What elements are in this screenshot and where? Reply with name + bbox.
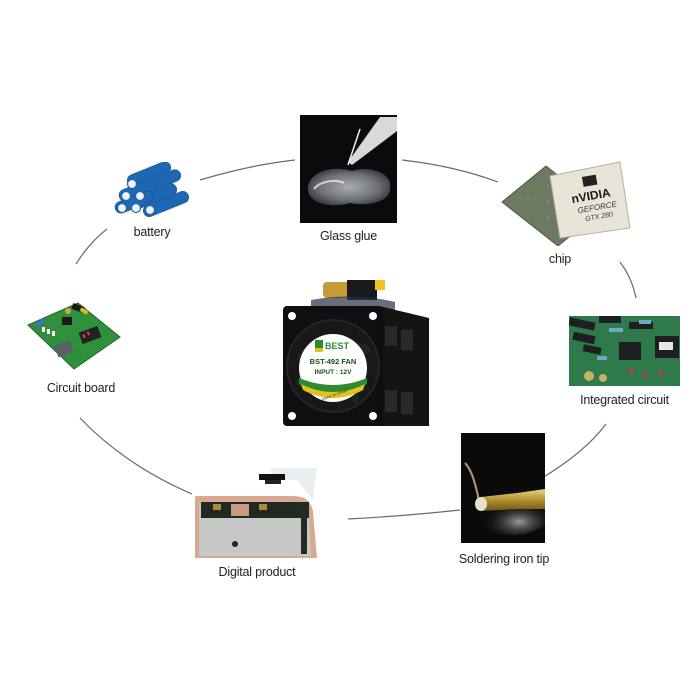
- arc-board-battery: [75, 228, 108, 265]
- fan-label-brand: BEST: [325, 341, 350, 351]
- battery-label: battery: [133, 225, 171, 239]
- circuit-board-image: [27, 302, 121, 370]
- fan-label-input: INPUT : 12V: [315, 369, 353, 376]
- chip-image: nVIDIA GEFORCE GTX 280: [501, 161, 631, 246]
- chip-line2: GTX 280: [585, 211, 614, 223]
- glass-glue-image: [300, 115, 397, 223]
- soldering-iron-tip-label: Soldering iron tip: [458, 552, 550, 566]
- glass-glue-label: Glass glue: [319, 229, 378, 243]
- integrated-circuit-label: Integrated circuit: [580, 393, 669, 407]
- fan-label-model: BST-492 FAN: [310, 357, 357, 366]
- arc-digital-board: [79, 417, 193, 495]
- arc-ic-solder: [541, 423, 607, 479]
- arc-battery-glue: [199, 159, 296, 181]
- arc-chip-ic: [619, 261, 637, 299]
- center-product-fan: BEST BST-492 FAN INPUT : 12V MADE IN CHI…: [283, 280, 429, 428]
- arc-solder-digital: [347, 509, 461, 520]
- digital-product-label: Digital product: [218, 565, 296, 579]
- circuit-board-label: Circuit board: [46, 381, 116, 395]
- soldering-iron-tip-image: [461, 433, 545, 543]
- digital-product-image: [195, 468, 317, 558]
- fan-image: BEST BST-492 FAN INPUT : 12V MADE IN CHI…: [283, 280, 429, 426]
- integrated-circuit-image: [569, 316, 680, 386]
- battery-image: [114, 162, 189, 217]
- chip-label: chip: [548, 252, 572, 266]
- chip-brand: nVIDIA: [570, 185, 611, 206]
- arc-glue-chip: [401, 159, 499, 183]
